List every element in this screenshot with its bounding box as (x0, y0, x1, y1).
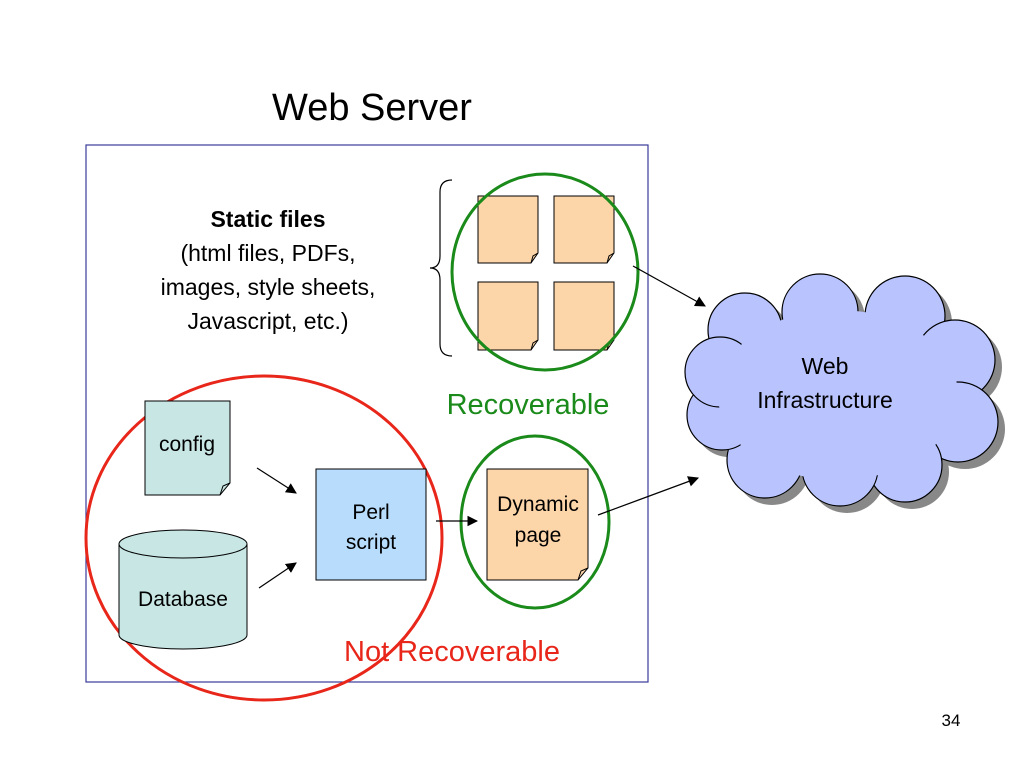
web-infrastructure-label: Infrastructure (757, 387, 893, 413)
database-cylinder: Database (118, 529, 248, 650)
database-label: Database (138, 588, 228, 611)
perl-script-label: script (346, 531, 396, 554)
dynamic-page-label: Dynamic (497, 493, 579, 516)
dynamic-page-document: Dynamic page (486, 468, 589, 581)
page-number: 34 (942, 711, 961, 730)
static-files-heading: Static files (210, 206, 325, 232)
arrow-static-to-cloud (632, 265, 706, 307)
config-label: config (159, 433, 215, 456)
perl-script-label: Perl (352, 501, 389, 524)
static-files-line: Javascript, etc.) (187, 308, 348, 334)
static-files-line: (html files, PDFs, (180, 240, 355, 266)
recoverable-label: Recoverable (447, 389, 610, 421)
static-file-icon (477, 195, 539, 264)
dynamic-page-label: page (515, 524, 562, 547)
static-file-icon (553, 195, 615, 264)
static-files-line: images, style sheets, (161, 274, 376, 300)
recoverable-static-circle (450, 172, 640, 372)
not-recoverable-label: Not Recoverable (344, 636, 560, 668)
web-infrastructure-label: Web (802, 353, 849, 379)
arrow-dynamic-to-cloud (597, 476, 700, 516)
recoverable-dynamic-circle (459, 434, 611, 610)
static-file-icon (553, 281, 615, 351)
arrow-database-to-perl (258, 562, 297, 589)
config-document: config (144, 400, 231, 496)
not-recoverable-circle (84, 374, 444, 702)
brace-icon (429, 179, 453, 357)
arrow-config-to-perl (256, 467, 297, 494)
page-title: Web Server (272, 87, 472, 129)
static-files-description: Static files (html files, PDFs, images, … (161, 206, 376, 334)
static-file-icon (477, 281, 539, 351)
web-infrastructure-cloud: Web Infrastructure (684, 273, 1005, 513)
perl-script-box: Perl script (315, 468, 427, 581)
